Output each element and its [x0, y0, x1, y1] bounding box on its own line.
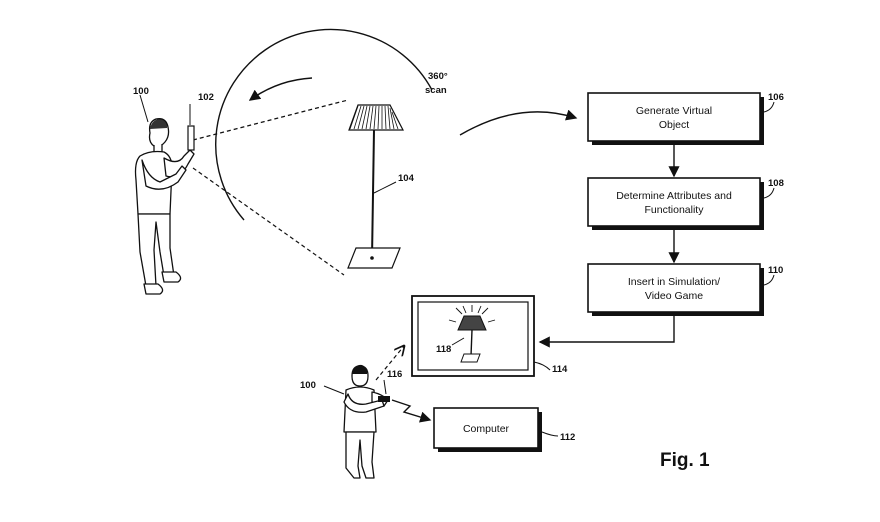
box-determine-attributes: Determine Attributes and Functionality: [587, 177, 764, 230]
box-generate-line1: Generate Virtual: [636, 105, 712, 117]
user-scanning: [134, 118, 195, 295]
ref-computer: 112: [560, 432, 575, 443]
scan-circle: [215, 28, 433, 221]
user-playing: [343, 364, 390, 479]
arrow-110-display: [538, 316, 675, 348]
ref-lamp: 104: [398, 173, 415, 184]
figure-label: Fig. 1: [660, 450, 710, 471]
ref-controller: 116: [387, 369, 402, 380]
scan-label-scan: scan: [425, 85, 447, 96]
scan-line-top: [192, 99, 349, 141]
controller-to-computer-signal: [391, 399, 432, 423]
box-generate-virtual-object: Generate Virtual Object: [587, 92, 764, 145]
box-determine-line2: Functionality: [645, 204, 705, 216]
box-generate-line2: Object: [659, 119, 689, 131]
ref-virtual-lamp: 118: [436, 344, 451, 355]
ref-insert: 110: [768, 265, 783, 276]
ref-user-bottom: 100: [300, 380, 316, 391]
ref-user-top: 100: [133, 86, 149, 97]
box-determine-line1: Determine Attributes and: [616, 190, 732, 202]
box-computer-label: Computer: [463, 423, 510, 435]
box-insert-line1: Insert in Simulation/: [628, 276, 720, 288]
box-computer: Computer: [433, 407, 542, 452]
floor-lamp: [347, 104, 404, 269]
box-insert-line2: Video Game: [645, 290, 703, 302]
scan-label-degrees: 360°: [428, 71, 448, 82]
display-screen: [411, 295, 535, 377]
scan-to-generate-arrow: [459, 109, 578, 136]
ref-device: 102: [198, 92, 214, 103]
ref-display: 114: [552, 364, 568, 375]
box-insert-simulation: Insert in Simulation/ Video Game: [587, 263, 764, 316]
controller-to-display-dashed: [375, 346, 404, 381]
virtual-lamp: [448, 305, 496, 363]
ref-generate: 106: [768, 92, 784, 103]
ref-determine: 108: [768, 178, 784, 189]
scan-line-bottom: [192, 167, 345, 276]
